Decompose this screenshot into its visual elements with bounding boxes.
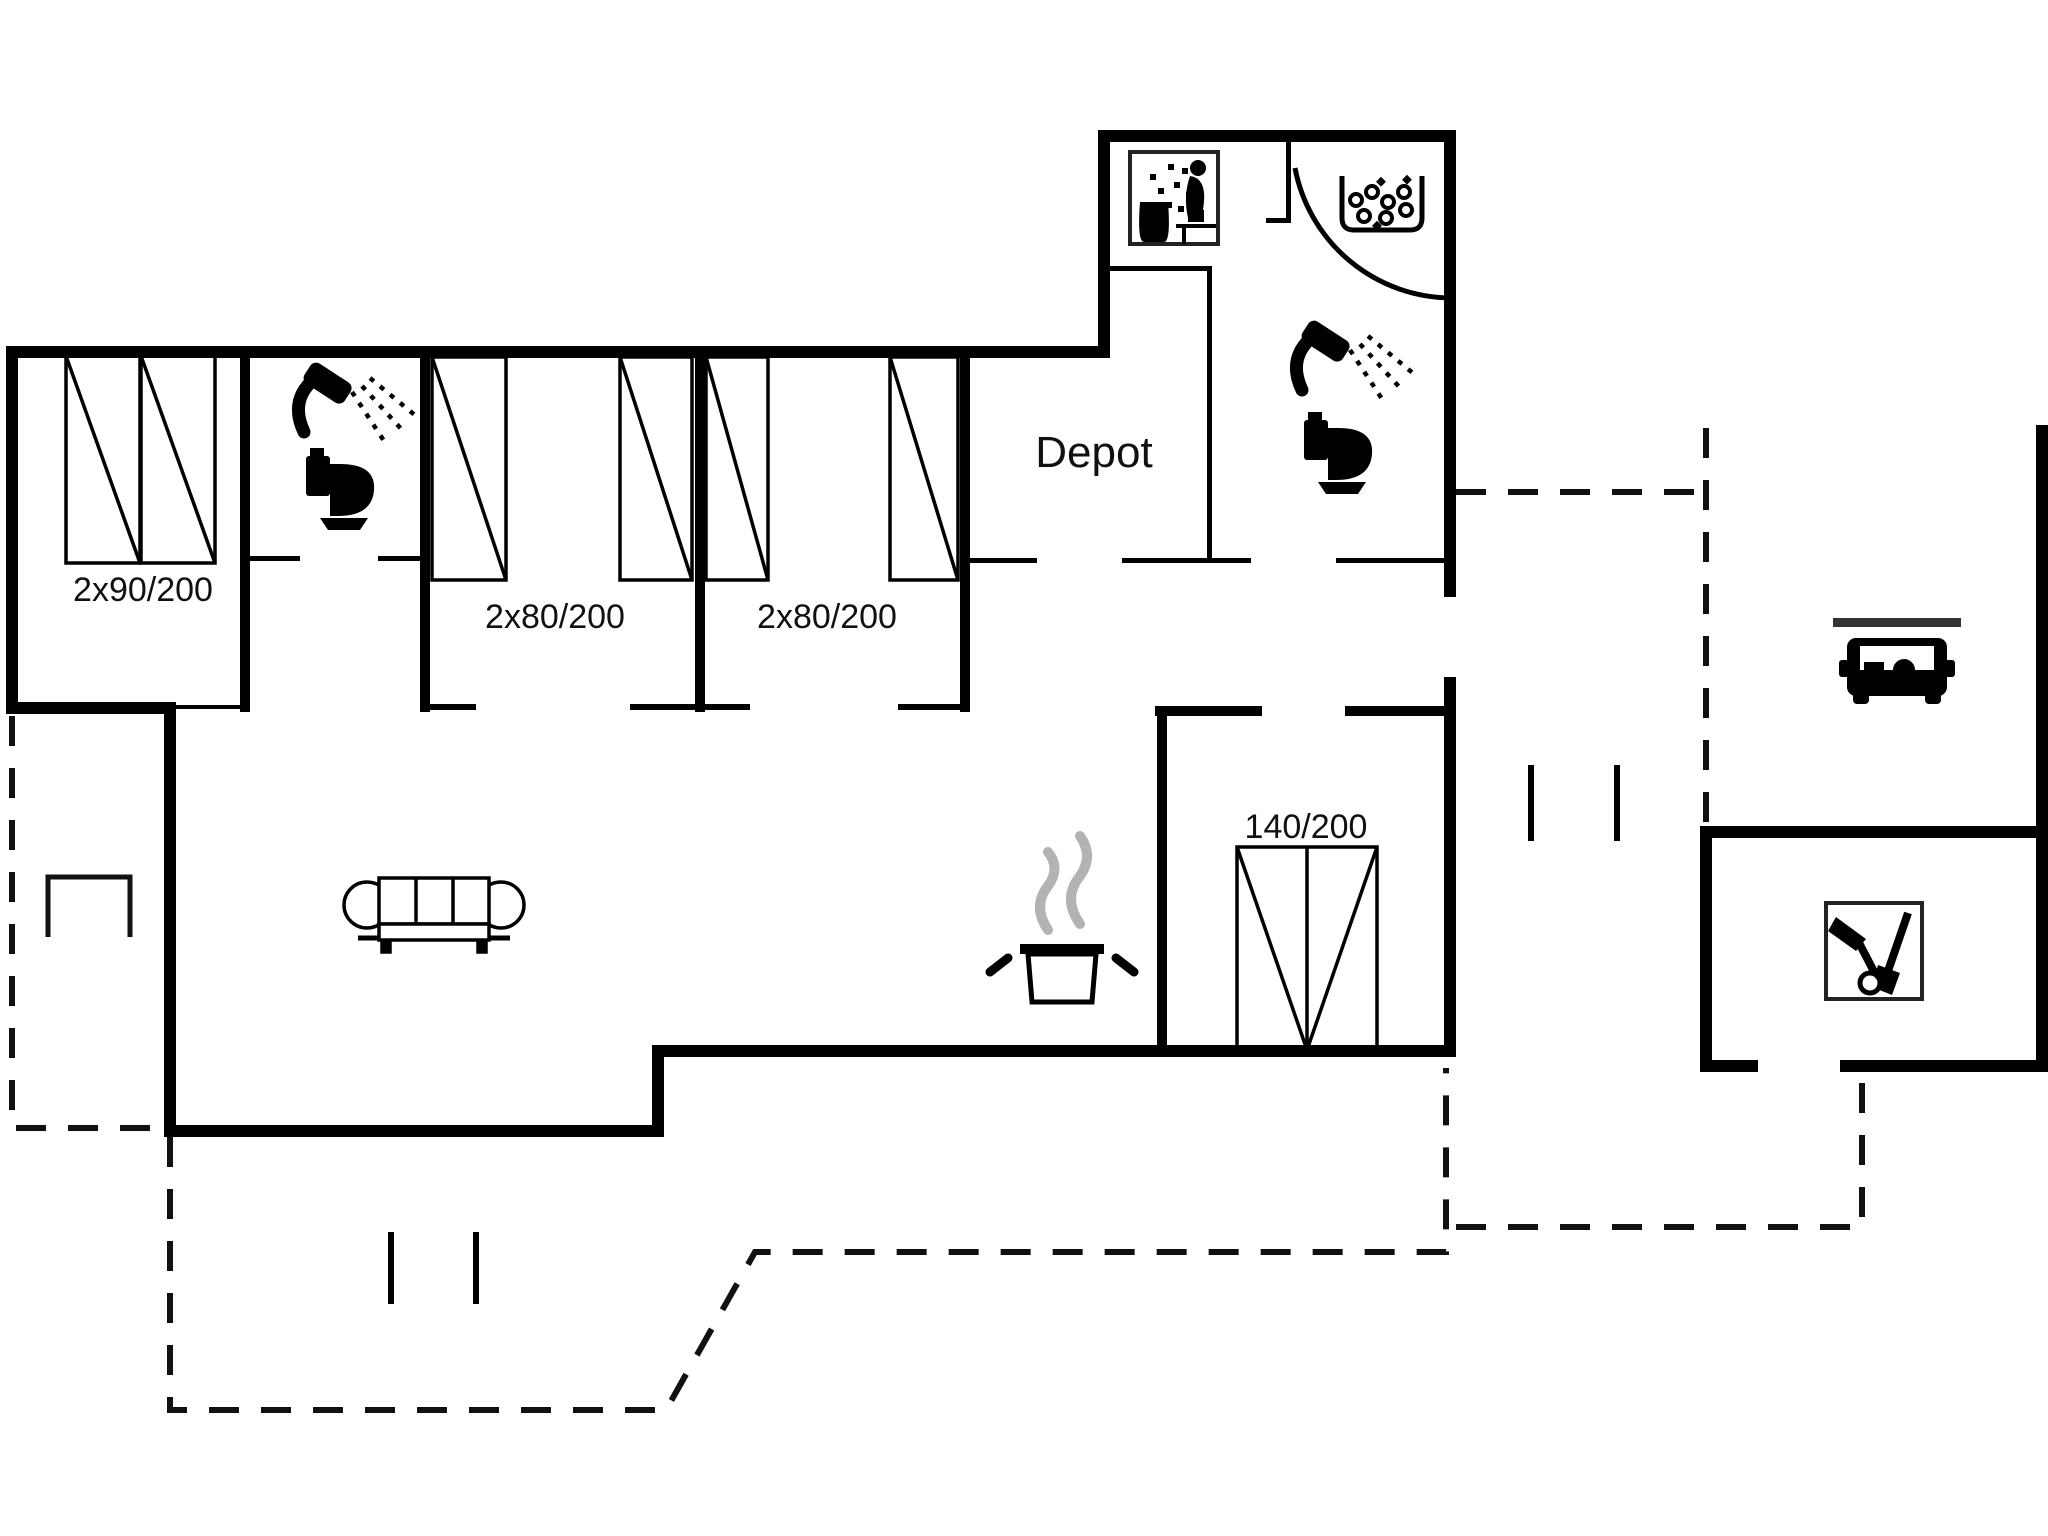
whirlpool-icon xyxy=(1339,174,1425,233)
wall-stub xyxy=(430,704,476,710)
toilet-icon-bath1 xyxy=(306,448,375,530)
wall xyxy=(1155,706,1262,716)
walkway-path xyxy=(1456,1072,1865,1230)
wall xyxy=(1444,130,1456,597)
terrace-step-tick xyxy=(1614,765,1620,841)
door-swing-arc xyxy=(1292,167,1453,301)
terrace-step-tick xyxy=(1528,765,1534,841)
car-icon xyxy=(1833,618,1961,704)
garage-walls xyxy=(1700,425,2048,1072)
wall xyxy=(1345,706,1444,716)
door-threshold xyxy=(176,705,240,709)
door-jamb-foot xyxy=(1266,218,1291,223)
terrace-outline-left xyxy=(9,716,164,1131)
bed-symbol xyxy=(64,354,142,565)
wall xyxy=(6,346,18,714)
hall-wall xyxy=(1122,558,1251,563)
sofa-icon xyxy=(342,876,526,954)
bed-symbol xyxy=(888,355,960,582)
bed-symbol xyxy=(139,354,217,565)
shower-icon-bath2 xyxy=(1289,320,1416,404)
terrace-step-tick xyxy=(388,1232,394,1304)
cooking-pot-icon xyxy=(985,944,1139,1005)
wall xyxy=(6,702,176,714)
terrace-outline-bottom xyxy=(167,1068,1449,1413)
label-wardrobe: 140/200 xyxy=(1245,808,1368,846)
bed-symbol xyxy=(430,355,508,582)
steam-icon xyxy=(1035,831,1092,935)
label-depot: Depot xyxy=(1035,428,1152,477)
wall xyxy=(1444,677,1456,1057)
wall-stub xyxy=(630,704,695,710)
wall-stub xyxy=(705,704,750,710)
sauna-icon xyxy=(1128,150,1220,246)
bed-symbol xyxy=(704,355,770,582)
wall-bedroom-divider xyxy=(695,352,705,712)
wall xyxy=(1700,826,2048,838)
wall xyxy=(652,1045,664,1137)
door-jamb xyxy=(1286,142,1291,223)
hall-wall xyxy=(965,558,1037,563)
bed-symbols xyxy=(64,354,960,582)
wall xyxy=(1700,1060,1758,1072)
label-bedroom3-beds: 2x80/200 xyxy=(757,598,897,636)
outer-walls xyxy=(6,130,1456,1137)
wall xyxy=(2036,425,2048,1072)
bath1-wall xyxy=(245,556,300,561)
wall xyxy=(652,1045,1454,1057)
wall-bedroom-divider xyxy=(960,352,970,712)
terrace-outlines xyxy=(9,428,1865,1413)
bench-icon xyxy=(45,874,133,937)
terrace-step-tick xyxy=(473,1232,479,1304)
wall-bedroom-divider xyxy=(240,352,250,712)
label-bedroom2-beds: 2x80/200 xyxy=(485,598,625,636)
wardrobe-symbol xyxy=(1235,845,1379,1052)
wall xyxy=(164,1125,664,1137)
bed-symbol xyxy=(618,355,694,582)
wall xyxy=(1098,130,1110,358)
wall-bedroom-divider xyxy=(420,352,430,712)
wall xyxy=(6,346,1110,358)
wall-stub xyxy=(898,704,960,710)
partition-walls xyxy=(176,142,1620,1304)
tools-icon xyxy=(1824,901,1924,1001)
wall xyxy=(1840,1060,2048,1072)
sauna-partition xyxy=(1104,266,1210,271)
toilet-icon-bath2 xyxy=(1304,412,1373,494)
bath1-wall xyxy=(378,556,425,561)
wall xyxy=(164,702,176,1137)
label-bedroom1-beds: 2x90/200 xyxy=(73,571,213,609)
depot-partition xyxy=(1207,266,1212,563)
wall xyxy=(1098,130,1456,142)
wall xyxy=(1700,826,1712,1072)
hall-wall xyxy=(1336,558,1450,563)
shower-icon-bath1 xyxy=(291,362,418,446)
wall xyxy=(1157,706,1167,1057)
